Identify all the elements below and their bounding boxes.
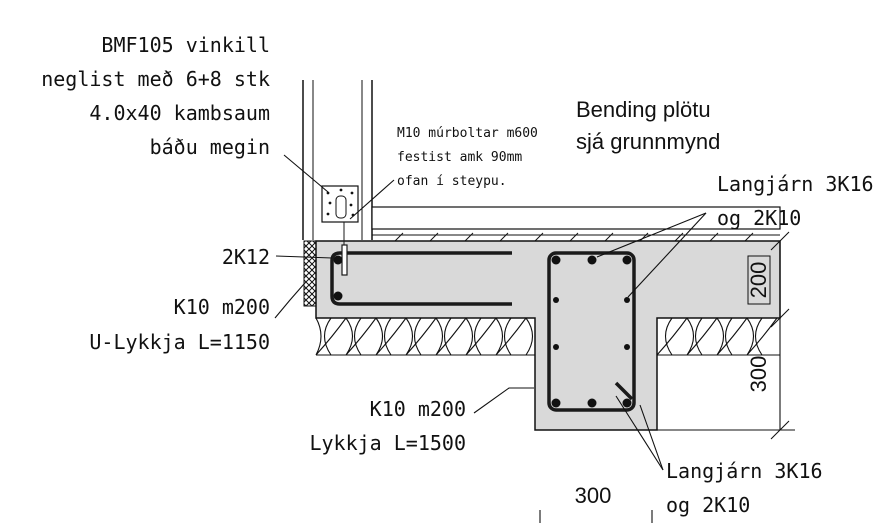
dim-box xyxy=(747,255,771,305)
bar-2k12-label: 2K12 xyxy=(222,245,270,269)
dim-beam-depth: 300 xyxy=(746,356,771,393)
rebar-dots xyxy=(333,255,632,408)
u-stirrup-label-1: K10 m200 xyxy=(174,295,270,319)
rebar xyxy=(330,222,636,412)
slab-label-2: sjá grunnmynd xyxy=(576,129,720,154)
annotations: BMF105 vinkill neglist með 6+8 stk 4.0x4… xyxy=(41,33,270,159)
long-top-label-2: og 2K10 xyxy=(717,206,801,230)
stirrup-hook xyxy=(614,381,634,401)
u-stirrup-label-2: U-Lykkja L=1150 xyxy=(89,330,270,354)
long-bars-bottom-annotation: Langjárn 3K16 og 2K10 xyxy=(666,459,823,517)
bolt-label-1: M10 múrboltar m600 xyxy=(397,126,538,141)
u-bar xyxy=(330,251,512,306)
bolt-annotation: M10 múrboltar m600 festist amk 90mm ofan… xyxy=(397,126,538,189)
dimension-lines xyxy=(539,231,795,523)
slab-label-1: Bending plötu xyxy=(576,97,711,122)
dimension-texts: 200 300 300 xyxy=(575,262,771,508)
long-bottom-label-2: og 2K10 xyxy=(666,493,750,517)
dim-beam-width: 300 xyxy=(575,483,612,508)
bracket-label-2: neglist með 6+8 stk xyxy=(41,67,270,91)
bolt-label-2: festist amk 90mm xyxy=(397,150,522,165)
floor-layer xyxy=(371,206,781,242)
bracket-label-3: 4.0x40 kambsaum xyxy=(89,101,270,125)
bolt-label-3: ofan í steypu. xyxy=(397,174,507,189)
slab-annotation: Bending plötu sjá grunnmynd xyxy=(576,97,720,154)
dim-slab-thickness: 200 xyxy=(746,262,771,299)
slab-edge-annotations: 2K12 K10 m200 U-Lykkja L=1150 xyxy=(89,245,270,354)
insulation-layer xyxy=(315,317,780,356)
bracket-label-4: báðu megin xyxy=(150,135,270,159)
stirrup-annotation: K10 m200 Lykkja L=1500 xyxy=(309,397,466,455)
beam-stirrup xyxy=(547,251,636,412)
long-bottom-label-1: Langjárn 3K16 xyxy=(666,459,823,483)
leader-lines xyxy=(274,154,707,471)
stirrup-label-2: Lykkja L=1500 xyxy=(309,431,466,455)
stirrup-label-1: K10 m200 xyxy=(370,397,466,421)
long-top-label-1: Langjárn 3K16 xyxy=(717,172,874,196)
bracket-label-1: BMF105 vinkill xyxy=(101,33,270,57)
long-bars-top-annotation: Langjárn 3K16 og 2K10 xyxy=(717,172,874,230)
